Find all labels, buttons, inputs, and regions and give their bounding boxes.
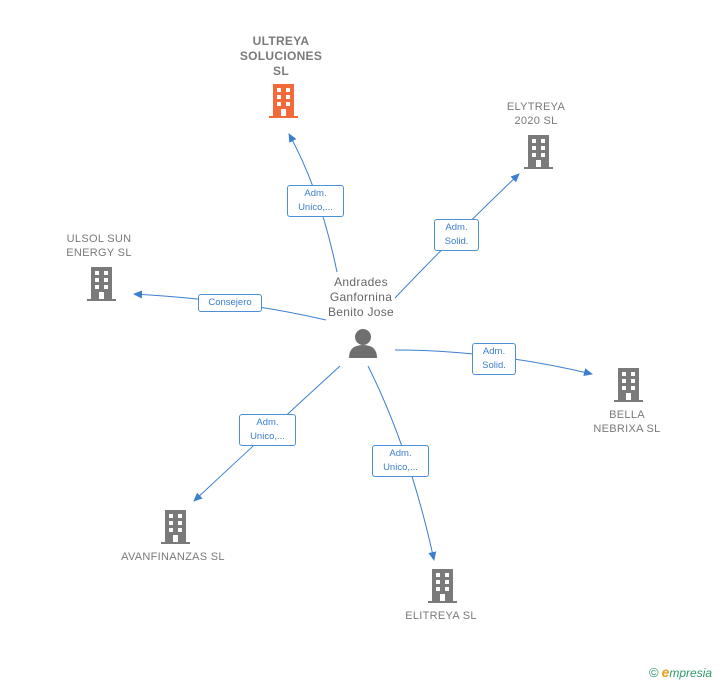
building-icon-ulsol[interactable] — [87, 267, 116, 301]
edge-label-elitreya[interactable]: Adm. Unico,... — [372, 445, 429, 477]
company-label-ultreya[interactable]: ULTREYA SOLUCIONES SL — [231, 34, 331, 79]
edge-label-line: Unico,... — [298, 202, 333, 213]
edge-label-line: Unico,... — [383, 462, 418, 473]
person-label-line: Ganfornina — [329, 290, 393, 304]
person-label[interactable]: Andrades Ganfornina Benito Jose — [311, 275, 411, 320]
company-label-line: ELYTREYA — [506, 101, 566, 113]
company-label-line: BELLA — [609, 409, 645, 421]
company-label-line: ULTREYA — [252, 34, 310, 48]
person-label-line: Benito Jose — [327, 305, 394, 319]
company-label-avanfinanzas[interactable]: AVANFINANZAS SL — [113, 550, 233, 564]
building-icon-avanfinanzas[interactable] — [161, 510, 190, 544]
company-label-line: SL — [273, 64, 289, 78]
edge-label-line: Solid. — [444, 236, 469, 247]
edge-label-line: Adm. — [445, 222, 468, 233]
building-icon-ultreya[interactable] — [269, 84, 298, 118]
edge-label-line: Unico,... — [250, 431, 285, 442]
building-icon-bella[interactable] — [614, 368, 643, 402]
brand-initial: e — [661, 664, 670, 680]
company-label-line: SOLUCIONES — [239, 49, 323, 63]
company-label-line: ULSOL SUN — [66, 233, 132, 245]
edge-label-ultreya[interactable]: Adm. Unico,... — [287, 185, 344, 217]
building-icon-elitreya[interactable] — [428, 569, 457, 603]
company-label-elytreya[interactable]: ELYTREYA 2020 SL — [491, 100, 581, 128]
edge-label-line: Adm. — [482, 346, 506, 357]
edge-label-elytreya[interactable]: Adm. Solid. — [434, 219, 479, 251]
footer-brand: ©empresia — [649, 664, 712, 680]
company-label-bella[interactable]: BELLA NEBRIXA SL — [582, 408, 672, 436]
company-label-elitreya[interactable]: ELITREYA SL — [391, 609, 491, 623]
company-label-line: 2020 SL — [514, 115, 558, 127]
edge-label-line: Adm. — [304, 188, 327, 199]
person-icon[interactable] — [349, 329, 377, 358]
building-icon-elytreya[interactable] — [524, 135, 553, 169]
edge-label-avanfinanzas[interactable]: Adm. Unico,... — [239, 414, 296, 446]
brand-name: mpresia — [669, 666, 713, 680]
company-label-line: AVANFINANZAS SL — [121, 551, 225, 563]
company-label-line: NEBRIXA SL — [593, 423, 661, 435]
edge-label-line: Adm. — [389, 448, 412, 459]
company-label-line: ENERGY SL — [66, 247, 132, 259]
edge-label-line: Adm. — [256, 417, 279, 428]
edge-label-line: Consejero — [208, 297, 252, 308]
edge-label-bella[interactable]: Adm. Solid. — [472, 343, 516, 375]
edge-label-line: Solid. — [482, 360, 506, 371]
person-label-line: Andrades — [334, 275, 388, 289]
company-label-ulsol[interactable]: ULSOL SUN ENERGY SL — [54, 232, 144, 260]
copyright-icon: © — [649, 665, 659, 680]
edge-label-ulsol[interactable]: Consejero — [198, 294, 262, 312]
company-label-line: ELITREYA SL — [405, 610, 477, 622]
